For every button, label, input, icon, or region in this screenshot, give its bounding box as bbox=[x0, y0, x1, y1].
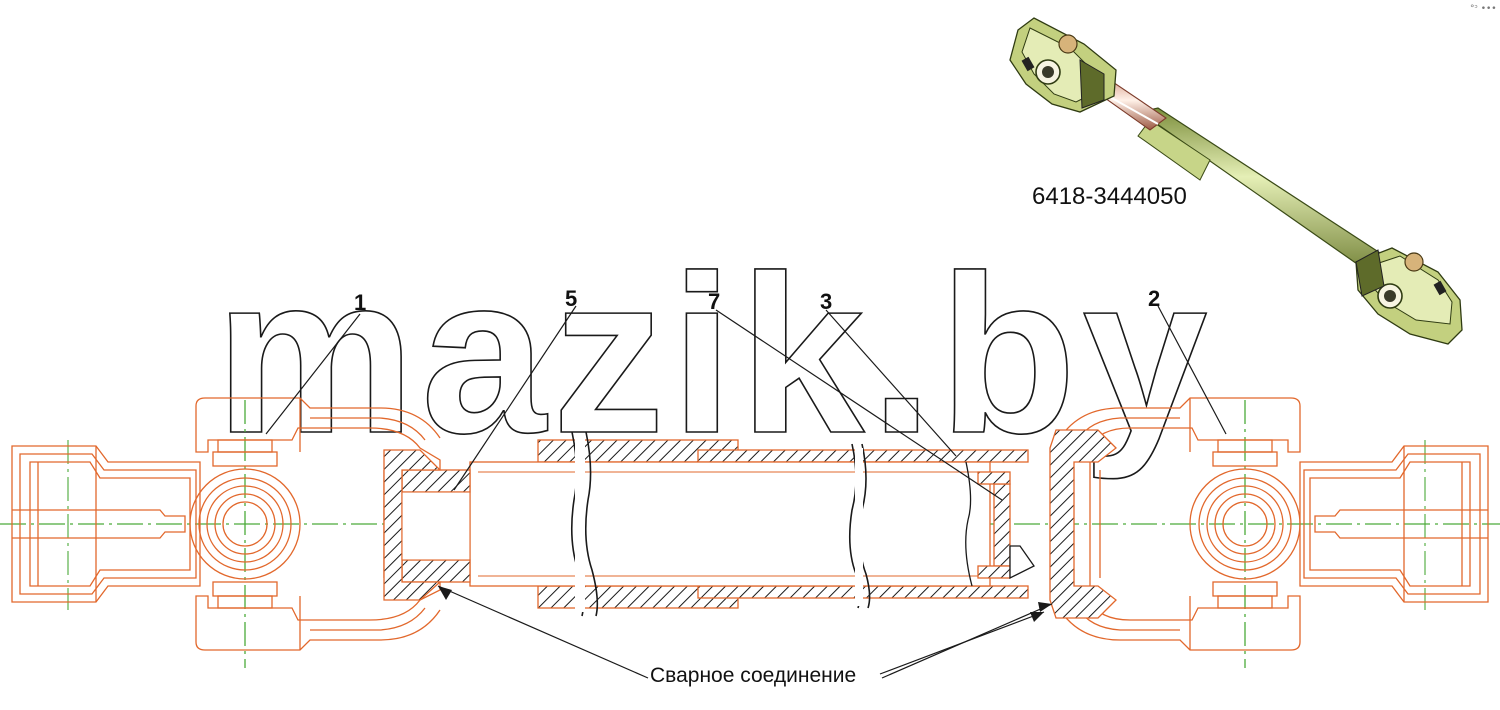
leader-lines bbox=[265, 305, 1227, 679]
watermark-text: mazik.by bbox=[215, 228, 1213, 480]
callout-1: 1 bbox=[354, 290, 367, 315]
corner-mark: °ᵓ ••• bbox=[1470, 4, 1497, 14]
part-number-label: 6418-3444050 bbox=[1032, 183, 1187, 210]
shaft-3d-render bbox=[1009, 17, 1463, 345]
left-universal-joint bbox=[11, 397, 441, 651]
weld-joint-caption: Сварное соединение bbox=[650, 664, 857, 687]
weld-arrowheads bbox=[438, 586, 1052, 622]
callout-5: 5 bbox=[565, 286, 578, 311]
callout-2: 2 bbox=[1148, 286, 1161, 311]
callout-7: 7 bbox=[708, 289, 721, 314]
callout-3: 3 bbox=[820, 289, 833, 314]
telescopic-shaft bbox=[383, 429, 1117, 619]
